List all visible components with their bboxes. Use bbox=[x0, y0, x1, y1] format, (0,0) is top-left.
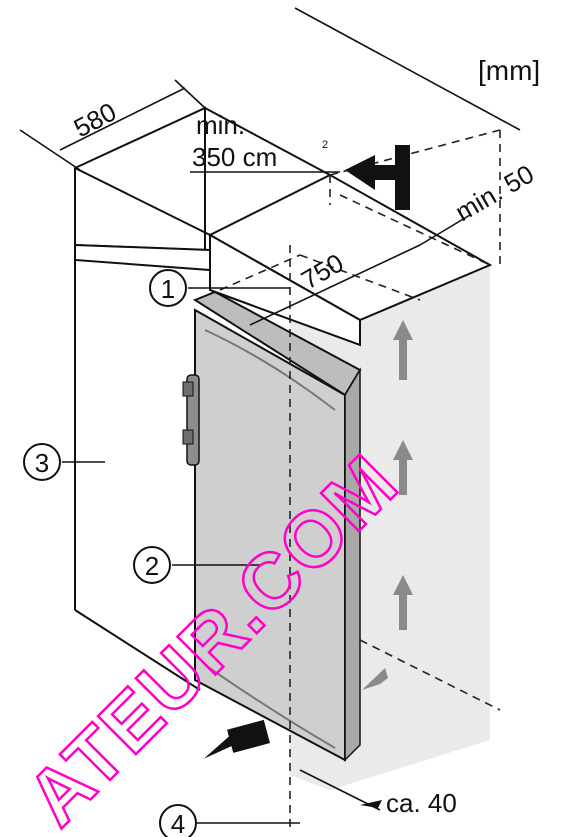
callout-label-1: 1 bbox=[161, 274, 175, 304]
cabinet-niche bbox=[74, 106, 331, 691]
vent-area-superscript: 2 bbox=[322, 139, 328, 151]
units-label: [mm] bbox=[478, 55, 540, 86]
callout-numbers: 1 2 3 4 bbox=[35, 274, 185, 837]
vent-area-value: 350 cm bbox=[192, 142, 277, 172]
callout-label-3: 3 bbox=[35, 448, 49, 478]
airflow-arrows bbox=[203, 145, 413, 759]
callout-2 bbox=[133, 546, 171, 584]
up-arrow-icon bbox=[393, 575, 413, 630]
vent-area-label: min. bbox=[196, 110, 245, 140]
width-dimension: 580 bbox=[69, 96, 121, 143]
callouts bbox=[23, 269, 197, 837]
callout-label-4: 4 bbox=[171, 809, 185, 837]
callout-1 bbox=[149, 269, 187, 307]
diagonal-arrow-icon bbox=[362, 668, 388, 690]
callout-3 bbox=[23, 443, 61, 481]
up-arrow-icon bbox=[393, 320, 413, 380]
dimension-lines bbox=[19, 7, 521, 811]
rear-gap-dimension: min. 50 bbox=[450, 159, 539, 228]
top-cabinet bbox=[207, 173, 493, 347]
bottom-gap-dimension: ca. 40 bbox=[386, 788, 457, 818]
callout-leaders bbox=[62, 287, 300, 824]
intake-arrow-icon bbox=[203, 719, 270, 759]
exhaust-arrow-icon bbox=[345, 145, 410, 210]
up-arrow-icon bbox=[393, 440, 413, 495]
callout-label-2: 2 bbox=[145, 551, 159, 581]
callout-4 bbox=[159, 804, 197, 837]
arrow-left-icon bbox=[360, 800, 382, 808]
appliance bbox=[182, 290, 362, 762]
